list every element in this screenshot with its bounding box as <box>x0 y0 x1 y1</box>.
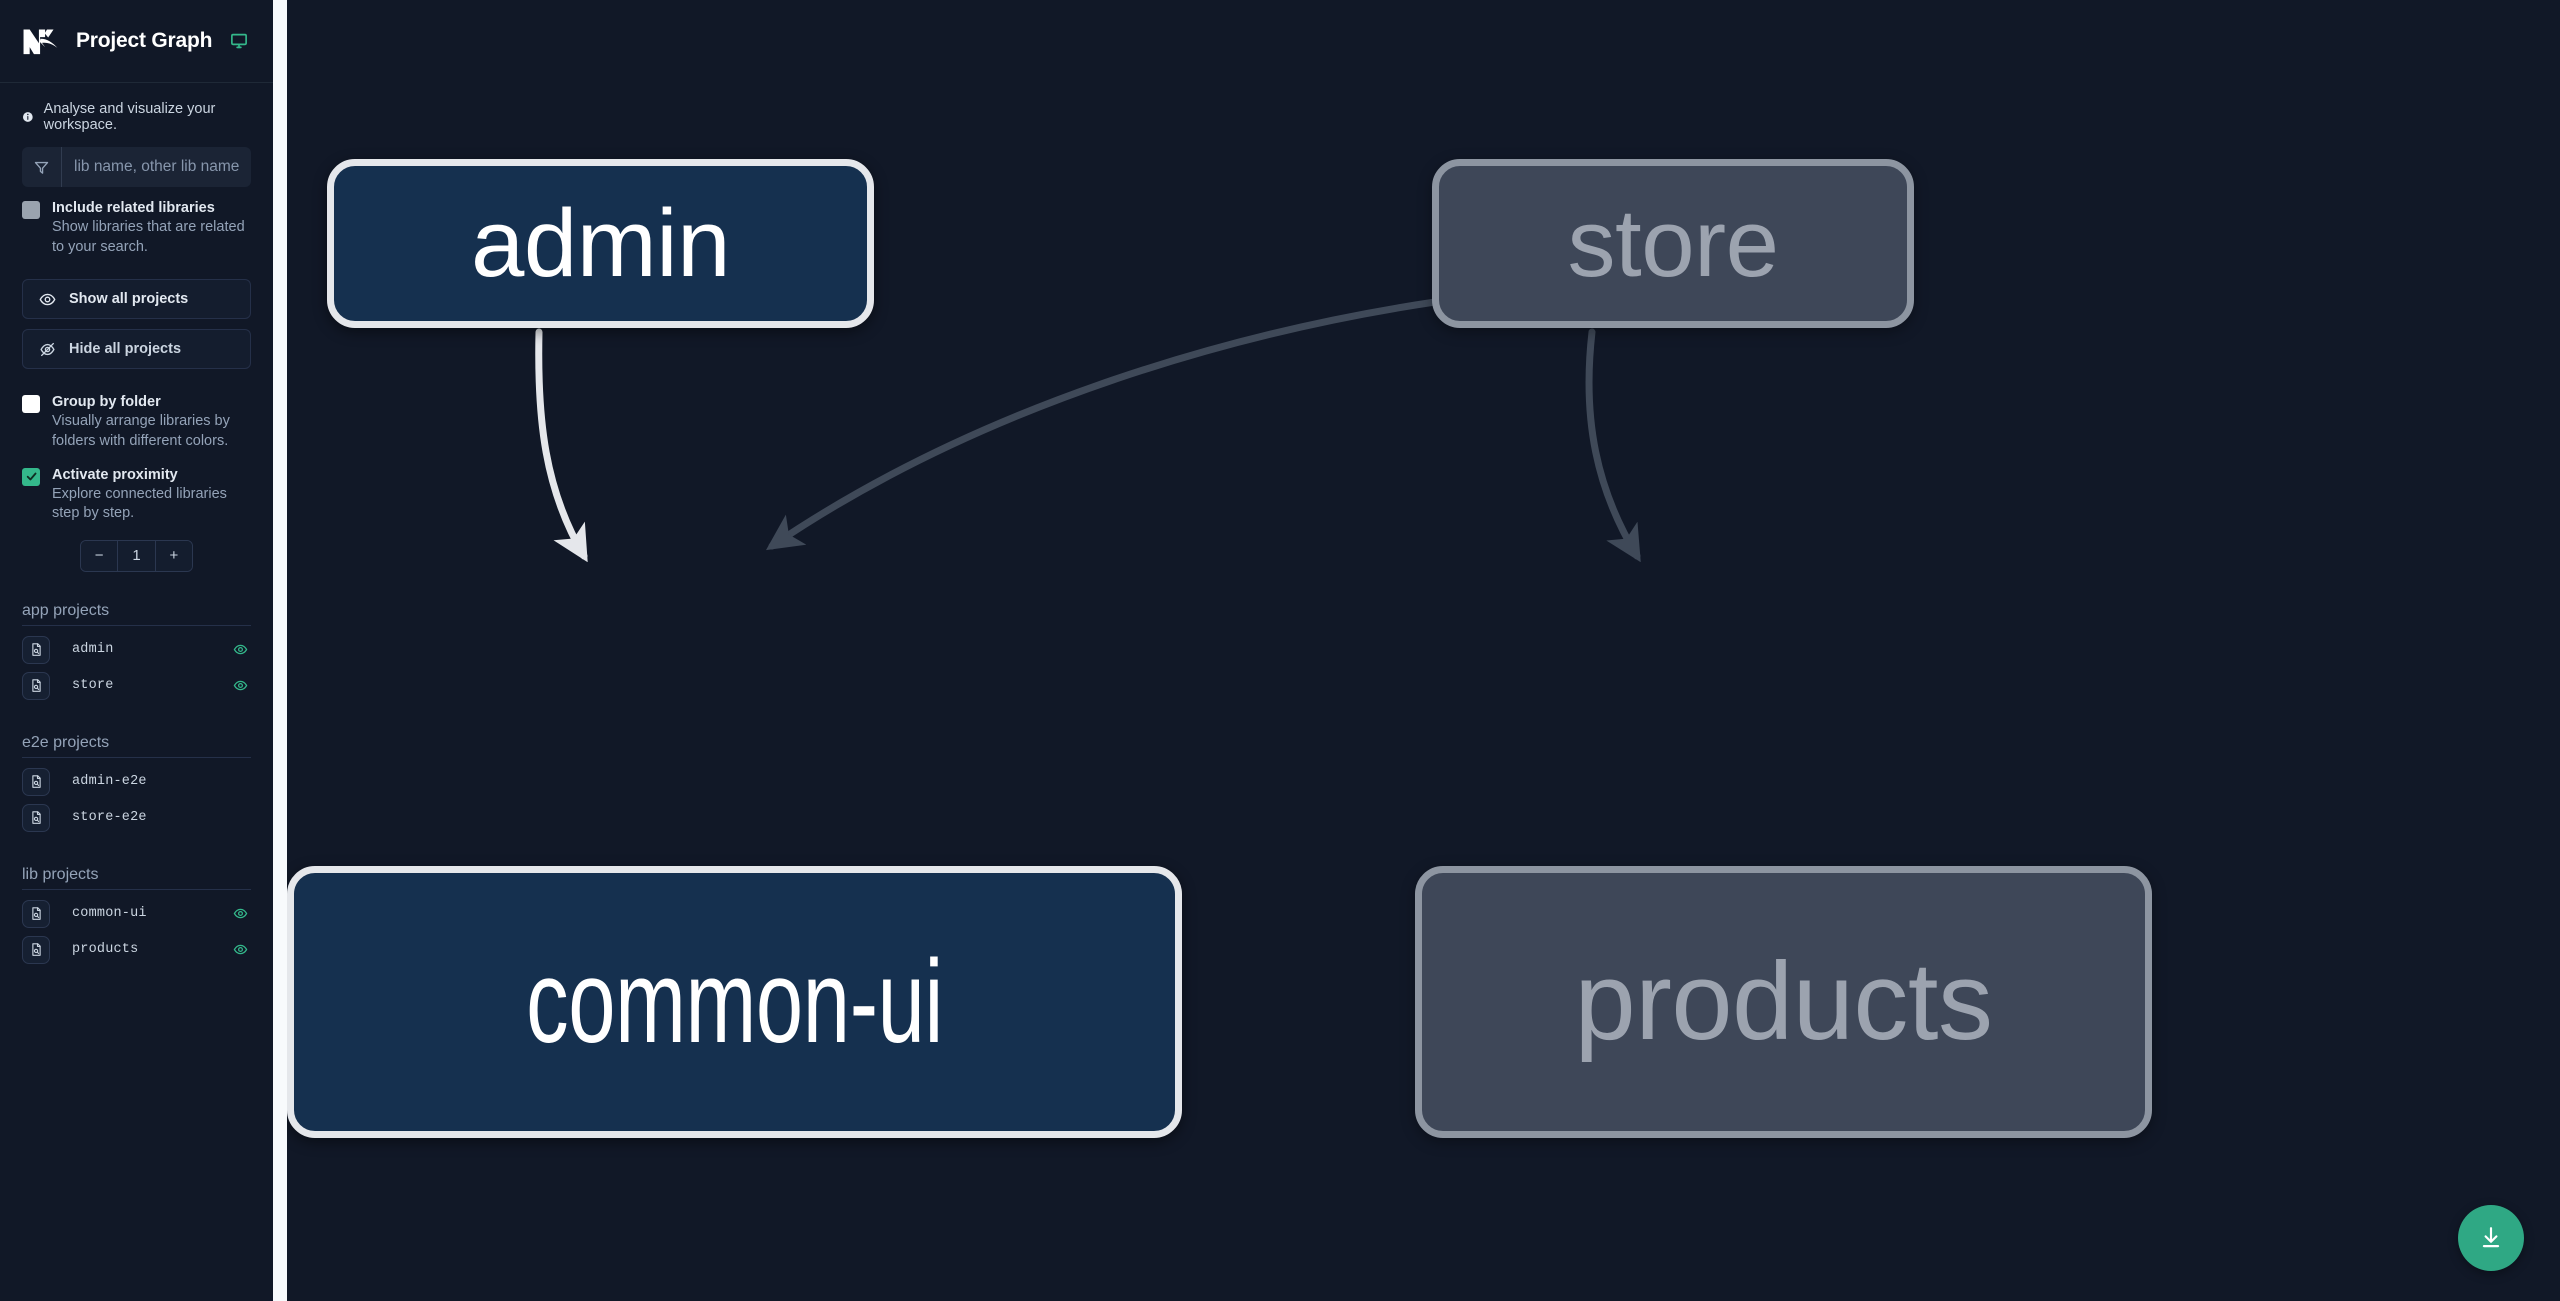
eye-icon <box>233 945 247 955</box>
project-row-products[interactable]: products <box>22 932 251 968</box>
graph-node-label: admin <box>471 189 730 297</box>
tagline: Analyse and visualize your workspace. <box>0 83 273 147</box>
project-file-icon <box>31 811 41 825</box>
eye-icon <box>233 909 247 919</box>
project-file-icon <box>31 679 41 693</box>
proximity-increment-button[interactable]: + <box>155 540 192 571</box>
project-visibility-toggle-admin[interactable] <box>229 642 251 657</box>
project-file-icon <box>31 643 41 657</box>
eye-icon <box>233 681 247 691</box>
project-file-icon <box>31 775 41 789</box>
project-visibility-toggle-common-ui[interactable] <box>229 906 251 921</box>
graph-node-admin[interactable]: admin <box>327 159 874 328</box>
tagline-text: Analyse and visualize your workspace. <box>43 101 216 133</box>
project-name: store <box>72 678 114 694</box>
graph-node-label: common-ui <box>526 936 943 1068</box>
project-group-lib-projects: lib projects common-ui products <box>22 866 251 968</box>
project-group-e2e-projects: e2e projects admin-e2e store-e2e <box>22 734 251 836</box>
option-description: Show libraries that are related to your … <box>52 219 245 255</box>
project-icon-button-admin[interactable] <box>22 635 50 664</box>
check-icon <box>26 472 36 481</box>
option-group-by-folder[interactable]: Group by folder Visually arrange librari… <box>22 393 251 451</box>
option-title: Include related libraries <box>52 200 215 216</box>
graph-node-label: store <box>1567 189 1779 297</box>
option-title: Group by folder <box>52 394 161 411</box>
graph-canvas[interactable]: admin store common-ui products <box>287 0 2560 1301</box>
group-by-folder-checkbox[interactable] <box>22 395 40 414</box>
show-all-projects-label: Show all projects <box>69 291 189 308</box>
option-include-related-libraries[interactable]: Include related libraries Show libraries… <box>22 199 251 257</box>
project-row-store[interactable]: store <box>22 668 251 704</box>
project-icon-button-admin-e2e[interactable] <box>22 767 50 796</box>
graph-node-store[interactable]: store <box>1432 159 1914 328</box>
project-icon-button-common-ui[interactable] <box>22 899 50 928</box>
include-related-libraries-checkbox[interactable] <box>22 201 40 219</box>
project-name: common-ui <box>72 906 147 922</box>
project-visibility-toggle-products[interactable] <box>229 942 251 957</box>
project-file-icon <box>31 907 41 921</box>
sidebar-scrollbar[interactable] <box>273 0 287 1301</box>
project-icon-button-products[interactable] <box>22 935 50 964</box>
eye-off-icon <box>40 342 55 356</box>
graph-node-common-ui[interactable]: common-ui <box>287 866 1182 1138</box>
activate-proximity-checkbox[interactable] <box>22 467 40 486</box>
filter-icon <box>22 147 62 187</box>
project-group-title: lib projects <box>22 866 251 890</box>
option-description: Visually arrange libraries by folders wi… <box>52 413 230 449</box>
show-all-projects-button[interactable]: Show all projects <box>22 279 251 320</box>
project-name: store-e2e <box>72 810 147 826</box>
hide-all-projects-label: Hide all projects <box>69 341 182 358</box>
project-row-admin[interactable]: admin <box>22 632 251 668</box>
graph-node-products[interactable]: products <box>1415 866 2152 1138</box>
project-row-store-e2e[interactable]: store-e2e <box>22 800 251 836</box>
download-graph-button[interactable] <box>2458 1205 2524 1271</box>
option-activate-proximity[interactable]: Activate proximity Explore connected lib… <box>22 466 251 524</box>
eye-icon <box>233 645 247 655</box>
info-icon <box>22 112 33 122</box>
project-group-title: e2e projects <box>22 734 251 758</box>
download-icon <box>2482 1227 2500 1248</box>
edge-store-to-products <box>1585 328 1641 563</box>
project-icon-button-store-e2e[interactable] <box>22 803 50 832</box>
sidebar-header: Project Graph <box>0 0 273 83</box>
option-title: Activate proximity <box>52 466 178 483</box>
project-name: products <box>72 942 139 958</box>
edge-admin-to-common-ui <box>535 328 588 563</box>
project-group-title: app projects <box>22 602 251 626</box>
monitor-icon[interactable] <box>230 32 248 50</box>
proximity-stepper[interactable]: − 1 + <box>80 539 193 572</box>
project-row-common-ui[interactable]: common-ui <box>22 896 251 932</box>
project-name: admin <box>72 642 114 658</box>
project-list: app projects admin store e2e projects ad… <box>0 602 273 1301</box>
search-input[interactable] <box>62 147 251 187</box>
search-box[interactable] <box>22 147 251 187</box>
graph-edges <box>535 298 1641 563</box>
project-visibility-toggle-store[interactable] <box>229 678 251 693</box>
graph-node-label: products <box>1574 940 1993 1063</box>
proximity-decrement-button[interactable]: − <box>81 540 118 571</box>
proximity-value: 1 <box>117 540 156 571</box>
eye-icon <box>39 293 56 306</box>
edge-store-to-common-ui <box>765 298 1439 551</box>
project-name: admin-e2e <box>72 774 147 790</box>
nx-logo <box>23 29 58 55</box>
page-title: Project Graph <box>76 29 213 52</box>
hide-all-projects-button[interactable]: Hide all projects <box>22 329 251 370</box>
project-row-admin-e2e[interactable]: admin-e2e <box>22 764 251 800</box>
option-description: Explore connected libraries step by step… <box>52 485 227 522</box>
project-icon-button-store[interactable] <box>22 671 50 700</box>
project-file-icon <box>31 943 41 957</box>
project-group-app-projects: app projects admin store <box>22 602 251 704</box>
sidebar: Project Graph Analyse and visualize your… <box>0 0 273 1301</box>
